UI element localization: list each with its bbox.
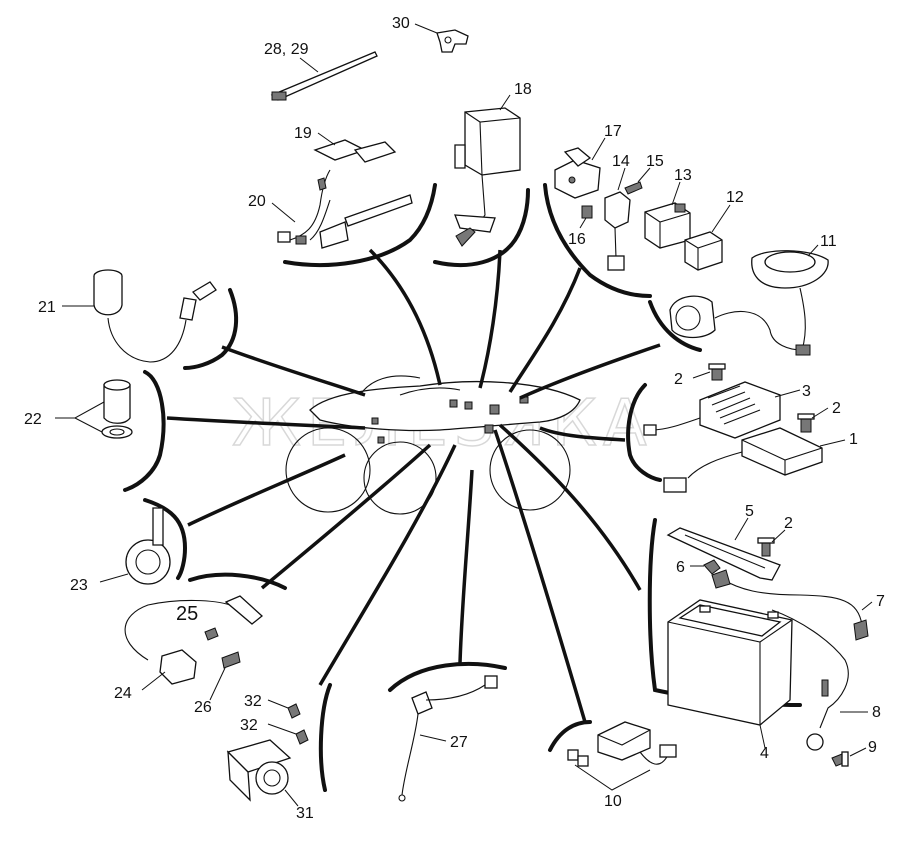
callout-17: 17 xyxy=(604,123,622,140)
bolt-26 xyxy=(221,651,241,669)
bolt-32a xyxy=(287,703,301,719)
callout-2a: 2 xyxy=(674,371,683,388)
cable-8 xyxy=(771,609,849,751)
module-11 xyxy=(669,250,829,356)
nut-16 xyxy=(581,205,593,219)
switch-17 xyxy=(554,147,601,199)
callout-22: 22 xyxy=(24,411,42,428)
callout-32b: 32 xyxy=(240,717,258,734)
connector-12 xyxy=(684,231,723,271)
harness-20 xyxy=(277,169,413,249)
leader-lines xyxy=(166,248,661,723)
ignition-31 xyxy=(226,739,292,802)
callout-16: 16 xyxy=(568,231,586,248)
callout-6: 6 xyxy=(676,559,685,576)
socket-21 xyxy=(93,269,217,363)
callout-15: 15 xyxy=(646,153,664,170)
bolt-25 xyxy=(204,627,219,641)
group-brackets xyxy=(123,183,802,792)
coil-24 xyxy=(124,595,264,685)
regulator-3 xyxy=(643,381,781,439)
clip-30 xyxy=(436,29,469,53)
fuse-box-10 xyxy=(567,721,677,767)
bracket-5 xyxy=(666,527,781,581)
callout-labels: 30 28, 29 18 19 17 14 15 13 20 12 16 11 … xyxy=(24,15,885,822)
callout-1: 1 xyxy=(849,431,858,448)
cable-7 xyxy=(711,569,869,641)
bolt-2a xyxy=(708,363,726,381)
callout-23: 23 xyxy=(70,577,88,594)
sensor-14 xyxy=(604,191,631,271)
callout-31: 31 xyxy=(296,805,314,822)
callout-13: 13 xyxy=(674,167,692,184)
callout-24: 24 xyxy=(114,685,132,702)
callout-26: 26 xyxy=(194,699,212,716)
horn-23 xyxy=(125,507,171,585)
plates-19 xyxy=(313,139,397,163)
callout-8: 8 xyxy=(872,704,881,721)
bolt-2c xyxy=(757,537,775,557)
callout-3: 3 xyxy=(802,383,811,400)
callout-18: 18 xyxy=(514,81,532,98)
callout-7: 7 xyxy=(876,593,885,610)
callout-30: 30 xyxy=(392,15,410,32)
bolt-32b xyxy=(295,729,309,745)
callout-11: 11 xyxy=(820,233,837,250)
callout-19: 19 xyxy=(294,125,312,142)
relay-13 xyxy=(644,202,691,249)
callout-21: 21 xyxy=(38,299,56,316)
callout-2c: 2 xyxy=(784,515,793,532)
callout-20: 20 xyxy=(248,193,266,210)
callout-27: 27 xyxy=(450,734,468,751)
bolt-15 xyxy=(624,181,643,195)
callout-12: 12 xyxy=(726,189,744,206)
callout-2b: 2 xyxy=(832,400,841,417)
callout-14: 14 xyxy=(612,153,630,170)
cup-22 xyxy=(101,379,133,439)
relay-18 xyxy=(454,107,521,247)
switch-27 xyxy=(398,675,498,802)
nut-6 xyxy=(703,559,721,575)
callout-25: 25 xyxy=(176,603,198,625)
callout-4: 4 xyxy=(760,745,769,762)
callout-10: 10 xyxy=(604,793,622,810)
battery-4 xyxy=(667,599,793,726)
bolt-9 xyxy=(831,751,849,767)
callout-9: 9 xyxy=(868,739,877,756)
cable-tie-28-29 xyxy=(270,51,378,101)
cdi-unit-1 xyxy=(663,427,823,493)
callout-32a: 32 xyxy=(244,693,262,710)
callout-28-29: 28, 29 xyxy=(264,41,309,58)
callout-5: 5 xyxy=(745,503,754,520)
bolt-2b xyxy=(797,413,815,433)
